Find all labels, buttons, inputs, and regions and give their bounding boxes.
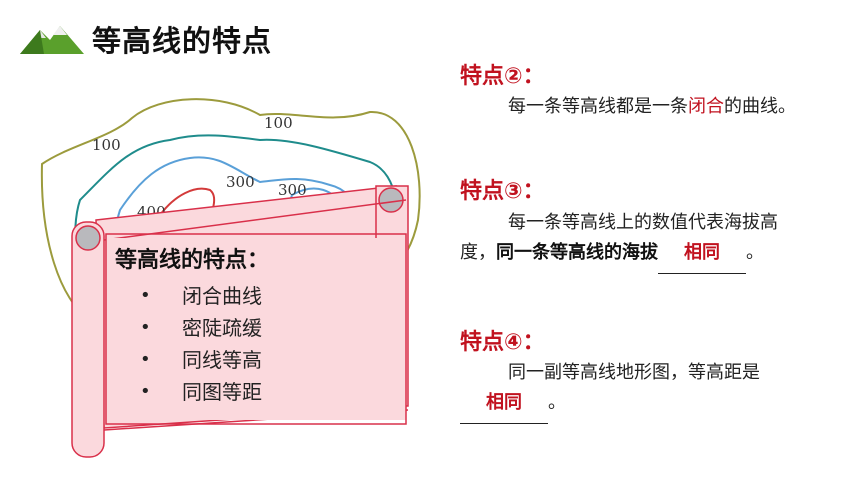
point4-text-a: 同一副等高线地形图，等高距是 [508,362,760,383]
point2-heading: 特点②： [460,64,545,89]
mountain-icon [20,26,84,54]
point3-heading: 特点③： [460,179,545,204]
point2-text-b: 的曲线。 [724,96,796,117]
point4-heading: 特点④： [460,330,545,355]
list-item: 闭合曲线 [140,280,262,312]
point3-answer-blank: 相同 [658,244,746,274]
point3-bold: 同一条等高线的海拔 [496,242,658,263]
contour-label: 300 [278,181,307,199]
page-title: 等高线的特点 [92,24,273,58]
point2-text-a: 每一条等高线都是一条 [508,96,688,117]
point3-end: 。 [746,242,764,263]
list-item: 同图等距 [140,376,262,408]
scroll-title: 等高线的特点： [115,248,270,273]
point3-text-a: 每一条等高线上的数值代表海拔高度， [460,212,778,263]
point2-highlight: 闭合 [688,96,724,117]
contour-label: 300 [226,173,255,191]
contour-label: 100 [92,136,121,154]
point4-end: 。 [548,392,566,413]
list-item: 密陡疏缓 [140,312,262,344]
point3-text: 每一条等高线上的数值代表海拔高度，同一条等高线的海拔相同。 [460,208,810,274]
list-item: 同线等高 [140,344,262,376]
point2-text: 每一条等高线都是一条闭合的曲线。 [460,92,810,122]
feature-list: 闭合曲线 密陡疏缓 同线等高 同图等距 [140,280,262,408]
contour-label: 100 [264,114,293,132]
point4-answer-blank: 相同 [460,394,548,424]
point4-text: 同一副等高线地形图，等高距是相同。 [460,358,810,424]
